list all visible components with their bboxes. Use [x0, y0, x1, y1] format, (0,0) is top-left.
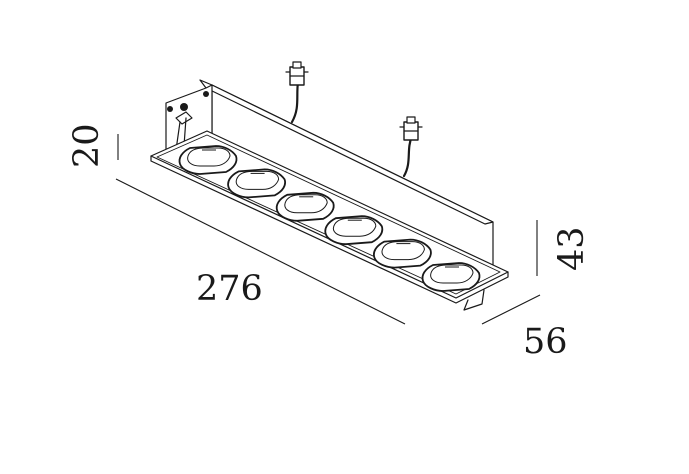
power-cable-icon [285, 61, 309, 124]
width-label: 56 [523, 322, 568, 362]
spring-clip-icon [463, 289, 485, 311]
length-label: 276 [196, 269, 263, 309]
lens-cup [324, 215, 384, 246]
housing-top-edge [199, 79, 494, 225]
screw-icon [167, 106, 173, 112]
length-dimension-line [115, 178, 406, 325]
lens-cup [373, 238, 432, 269]
width-dimension-line [481, 294, 541, 325]
lens-cup [178, 145, 238, 175]
flange-label: 20 [67, 123, 107, 168]
screw-icon [203, 91, 209, 97]
dimension-lines [115, 134, 541, 325]
screw-icon [180, 103, 188, 111]
lens-cup [275, 191, 335, 222]
lens-array [178, 145, 481, 292]
height-label: 43 [552, 226, 592, 271]
front-trim-edge [150, 155, 509, 304]
power-cable-icon [399, 116, 423, 178]
lens-cup [227, 168, 286, 199]
luminaire [150, 61, 509, 311]
lens-cup [421, 262, 481, 292]
